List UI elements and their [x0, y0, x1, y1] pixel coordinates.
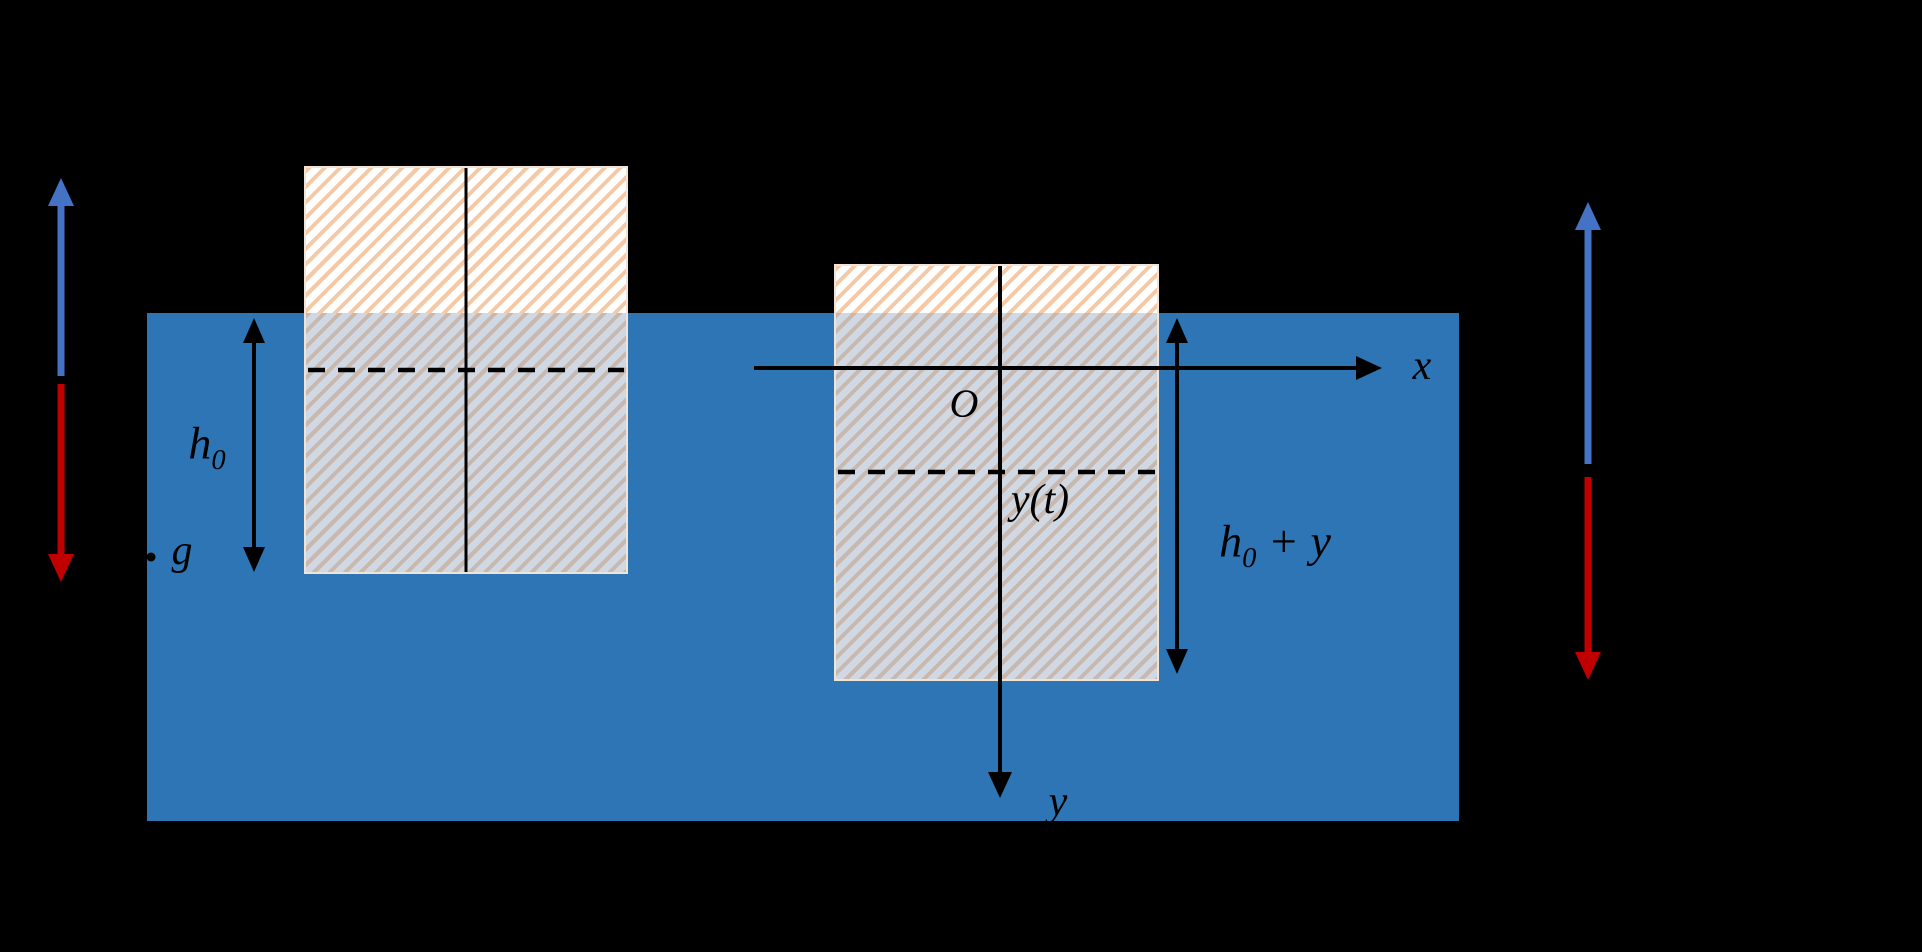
- buoyancy-force-arrow-left: [48, 178, 74, 376]
- displaced-depth-base: h: [1219, 515, 1243, 567]
- block-equilibrium-above-water: [306, 168, 626, 313]
- block-displaced-above-water: [836, 266, 1157, 313]
- equilibrium-depth-sub: 0: [211, 444, 226, 476]
- displaced-depth-label: h0 + y: [1219, 515, 1331, 574]
- equilibrium-depth-label: h0: [188, 417, 226, 476]
- gravity-label: g: [171, 528, 193, 574]
- block-displaced: [834, 264, 1159, 681]
- displaced-depth-rest: + y: [1256, 515, 1331, 567]
- buoyancy-force-arrow-right: [1575, 202, 1601, 464]
- displacement-label: y(t): [1010, 477, 1070, 523]
- displaced-depth-sub: 0: [1242, 542, 1257, 574]
- y-axis-label: y: [1048, 779, 1068, 825]
- block-displaced-below-water: [836, 313, 1157, 679]
- equilibrium-depth-base: h: [188, 417, 212, 469]
- origin-label: O: [949, 381, 979, 426]
- weight-force-arrow-left: [48, 384, 74, 582]
- weight-force-arrow-right: [1575, 477, 1601, 680]
- x-axis-label: x: [1412, 343, 1432, 389]
- block-equilibrium: [304, 166, 628, 574]
- block-equilibrium-below-water: [306, 313, 626, 572]
